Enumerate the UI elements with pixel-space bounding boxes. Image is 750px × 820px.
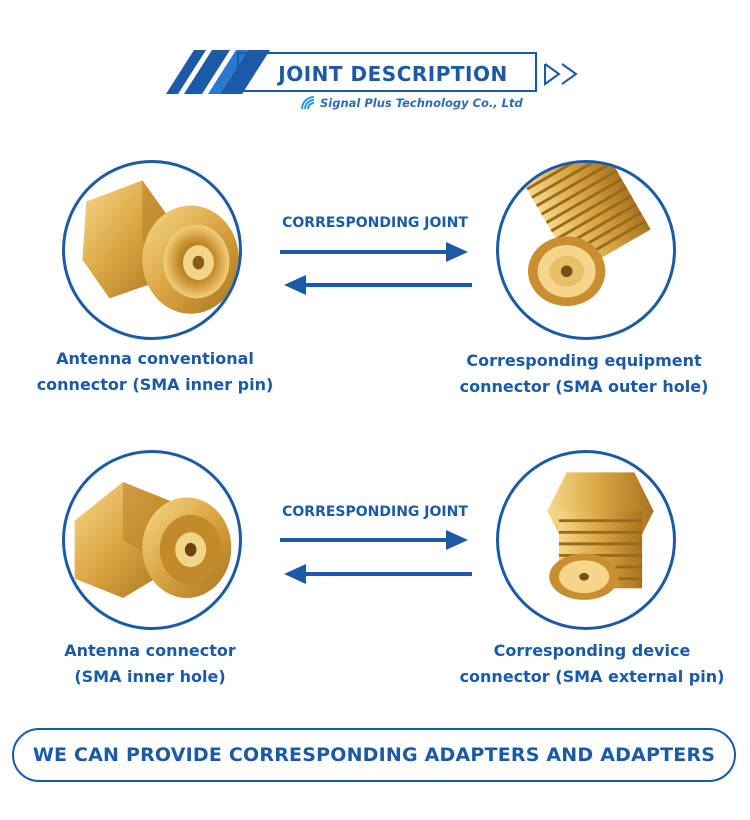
- caption-line: Corresponding device: [493, 641, 691, 660]
- rp-sma-male-connector-illustration: [74, 482, 232, 598]
- caption-sma-inner-pin: Antenna conventional connector (SMA inne…: [22, 346, 288, 398]
- joint-label: CORRESPONDING JOINT: [282, 215, 468, 231]
- bulkhead-connector-illustration: [547, 472, 654, 600]
- caption-sma-inner-hole: Antenna connector (SMA inner hole): [40, 638, 260, 690]
- double-chevron-right-icon: [544, 63, 578, 86]
- header-banner: [166, 50, 537, 94]
- connector-image-sma-external-pin: [496, 450, 676, 630]
- page-title: JOINT DESCRIPTION: [278, 62, 508, 86]
- arrow-left-icon: [284, 275, 472, 295]
- company-name: Signal Plus Technology Co., Ltd: [300, 95, 523, 111]
- wifi-signal-icon: [301, 96, 315, 110]
- caption-line: connector (SMA inner pin): [36, 375, 274, 394]
- connector-image-sma-inner-pin: [62, 160, 242, 340]
- footer-banner: WE CAN PROVIDE CORRESPONDING ADAPTERS AN…: [12, 728, 736, 782]
- connector-image-sma-inner-hole: [62, 450, 242, 630]
- joint-label: CORRESPONDING JOINT: [282, 504, 468, 520]
- caption-line: connector (SMA outer hole): [459, 377, 709, 396]
- caption-sma-outer-hole: Corresponding equipment connector (SMA o…: [448, 348, 720, 400]
- connector-image-sma-outer-hole: [496, 160, 676, 340]
- arrow-right-icon: [280, 530, 468, 550]
- sma-male-connector-illustration: [82, 180, 239, 314]
- caption-line: connector (SMA external pin): [459, 667, 725, 686]
- caption-line: Antenna connector: [64, 641, 236, 660]
- caption-line: Corresponding equipment: [466, 351, 702, 370]
- caption-line: Antenna conventional: [56, 349, 254, 368]
- arrow-right-icon: [280, 242, 468, 262]
- caption-line: (SMA inner hole): [74, 667, 226, 686]
- caption-sma-external-pin: Corresponding device connector (SMA exte…: [452, 638, 732, 690]
- arrow-left-icon: [284, 564, 472, 584]
- sma-female-connector-illustration: [522, 163, 651, 307]
